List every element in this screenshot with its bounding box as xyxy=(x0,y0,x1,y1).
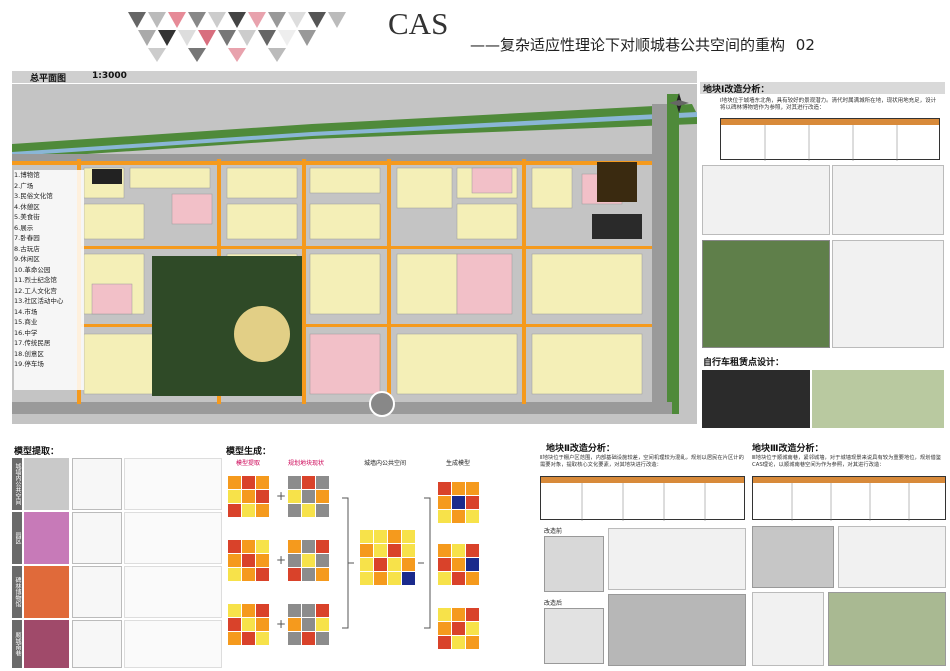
legend-item: 4.休憩区 xyxy=(14,202,40,211)
site-plan-label: 总平面图 xyxy=(30,74,67,84)
legend-item: 11.烈士纪念馆 xyxy=(14,276,57,284)
legend-item: 2.广场 xyxy=(14,181,34,190)
north-arrow-icon xyxy=(669,93,689,113)
extract-label-2: 园区 xyxy=(12,512,22,564)
legend-item: 10.革命公园 xyxy=(14,265,51,274)
legend-item: 19.停车场 xyxy=(14,360,44,368)
site-plan-map xyxy=(12,84,697,424)
block1-sketch-3 xyxy=(832,240,944,348)
block2-table xyxy=(540,476,745,521)
site-plan-drawing xyxy=(12,84,697,424)
gen-col4-label: 生成模型 xyxy=(446,460,471,467)
gen-col1-label: 模型提取 xyxy=(236,460,261,467)
block1-sketch-2 xyxy=(832,165,944,235)
site-plan-header xyxy=(12,71,697,83)
model-extract-header xyxy=(12,444,220,456)
extract-row-2: 园区 xyxy=(12,512,222,564)
legend-item: 3.民俗文化馆 xyxy=(14,192,53,200)
model-generate-header xyxy=(224,444,524,456)
block3-title: 地块Ⅲ改造分析： xyxy=(752,444,824,454)
block2-after-label: 改造后 xyxy=(544,600,563,607)
site-plan-scale: 1:3000 xyxy=(92,71,127,81)
block2-sketch xyxy=(608,528,746,590)
page-number: 02 xyxy=(795,36,815,54)
block3-desc: Ⅲ地块位于顺城南巷，紧邻城墙，对于城墙现景来说具有较为重要地位，规划借鉴CAS理… xyxy=(752,455,942,468)
block3-table xyxy=(752,476,946,521)
legend-item: 6.展示 xyxy=(14,223,34,232)
extract-label-4: 顺城南巷 xyxy=(12,620,22,668)
decorative-triangles xyxy=(128,12,346,62)
gen-col2-label: 规划地块现状 xyxy=(288,460,325,467)
block2-after-map xyxy=(544,608,604,664)
block1-header xyxy=(700,82,945,94)
legend-item: 13.社区活动中心 xyxy=(14,297,64,305)
block1-table xyxy=(720,118,940,161)
legend-item: 18.创意区 xyxy=(14,349,44,358)
block2-header xyxy=(540,441,740,453)
legend-item: 7.卧春园 xyxy=(14,234,40,242)
svg-text:+: + xyxy=(276,553,286,567)
bike-render-1 xyxy=(702,370,810,428)
extract-row-3: 碑林博物馆 xyxy=(12,566,222,618)
bike-title: 自行车租赁点设计： xyxy=(703,358,785,368)
model-extract-title: 模型提取： xyxy=(14,447,60,457)
extract-label-1: 城墙内公共空间 xyxy=(12,458,22,510)
block3-render-2 xyxy=(828,592,946,666)
legend-item: 5.美食街 xyxy=(14,213,40,221)
block2-title: 地块Ⅱ改造分析： xyxy=(546,444,615,454)
block2-render xyxy=(608,594,746,666)
block1-sketch-1 xyxy=(702,165,830,235)
model-generate-diagram: + + + xyxy=(228,476,479,649)
legend-item: 14.市场 xyxy=(14,307,38,316)
legend-item: 17.传统民居 xyxy=(14,339,51,347)
legend-item: 1.博物馆 xyxy=(14,171,40,179)
extract-row-4: 顺城南巷 xyxy=(12,620,222,668)
block1-render xyxy=(702,240,830,348)
svg-text:+: + xyxy=(276,617,286,631)
block1-title: 地块Ⅰ改造分析： xyxy=(703,85,770,95)
legend-item: 8.古玩店 xyxy=(14,244,40,253)
block2-desc: Ⅱ地块位于棚户区范围，内部基础设施较差，空间机理较为混乱，规划以居民在片区计的需… xyxy=(540,455,744,468)
block3-header xyxy=(750,441,946,453)
block3-sketch-1 xyxy=(838,526,946,588)
legend-item: 16.中学 xyxy=(14,328,38,337)
site-plan-legend: 1.博物馆 2.广场 3.民俗文化馆 4.休憩区 5.美食街 6.展示 7.卧春… xyxy=(14,170,84,390)
svg-text:+: + xyxy=(276,489,286,503)
block3-render-1 xyxy=(752,526,834,588)
legend-item: 12.工人文化宫 xyxy=(14,286,57,295)
page-title: CAS xyxy=(388,6,449,41)
extract-row-1: 城墙内公共空间 xyxy=(12,458,222,510)
bike-render-2 xyxy=(812,370,944,428)
block3-sketch-2 xyxy=(752,592,824,666)
extract-label-3: 碑林博物馆 xyxy=(12,566,22,618)
model-generate-title: 模型生成： xyxy=(226,447,272,457)
block2-before-map xyxy=(544,536,604,592)
bike-header xyxy=(700,355,945,367)
page-subtitle: ——复杂适应性理论下对顺城巷公共空间的重构 02 xyxy=(470,34,815,55)
legend-item: 15.商业 xyxy=(14,318,38,326)
block2-before-label: 改造前 xyxy=(544,528,563,535)
subtitle-text: ——复杂适应性理论下对顺城巷公共空间的重构 xyxy=(470,36,786,54)
model-extract-row: 城墙内公共空间 园区 碑林博物馆 顺城南巷 xyxy=(12,458,222,668)
legend-item: 9.休闲区 xyxy=(14,255,40,263)
block1-desc: Ⅰ地块位于城墙东北角，具有较好的景观潜力。清代时属满城所在地，现状用地充足，设计… xyxy=(720,98,937,111)
gen-col3-label: 城墙内公共空间 xyxy=(364,460,407,467)
